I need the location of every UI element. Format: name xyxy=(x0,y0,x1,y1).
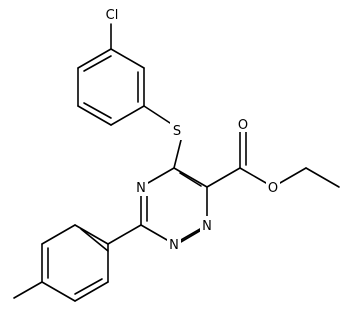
bond xyxy=(173,167,208,188)
bond xyxy=(41,281,76,302)
bond xyxy=(74,281,109,302)
atom-s-label: S xyxy=(173,124,181,139)
bond xyxy=(110,48,145,69)
atom-n4-label: N xyxy=(136,181,146,196)
atom-o-carbonyl-label: O xyxy=(238,118,248,133)
bond xyxy=(83,55,112,72)
bond xyxy=(143,105,171,124)
bond xyxy=(74,224,109,245)
atom-cl-label: Cl xyxy=(106,8,119,23)
bond xyxy=(13,281,43,299)
bond xyxy=(107,224,142,245)
atom-o-carbonyl: O xyxy=(236,115,250,133)
atom-labels: Cl S O O N N N xyxy=(102,5,280,253)
bond xyxy=(173,135,183,169)
bond xyxy=(74,278,103,295)
atom-n2: N xyxy=(167,235,181,253)
bonds xyxy=(13,23,340,302)
atom-s: S xyxy=(170,122,184,140)
bond xyxy=(83,102,112,119)
bond xyxy=(80,228,109,252)
atom-n1: N xyxy=(200,216,214,234)
atom-o-ester: O xyxy=(266,178,280,196)
bond xyxy=(110,105,145,126)
bond xyxy=(179,172,202,187)
bond xyxy=(305,167,340,188)
atom-n1-label: N xyxy=(202,219,212,234)
atom-cl: Cl xyxy=(102,5,122,23)
atom-o-ester-label: O xyxy=(268,181,278,196)
bond xyxy=(41,224,76,245)
bond xyxy=(77,105,112,126)
atom-n2-label: N xyxy=(169,238,179,253)
bond xyxy=(206,167,241,188)
atom-n4: N xyxy=(134,178,148,196)
bond xyxy=(77,48,112,69)
